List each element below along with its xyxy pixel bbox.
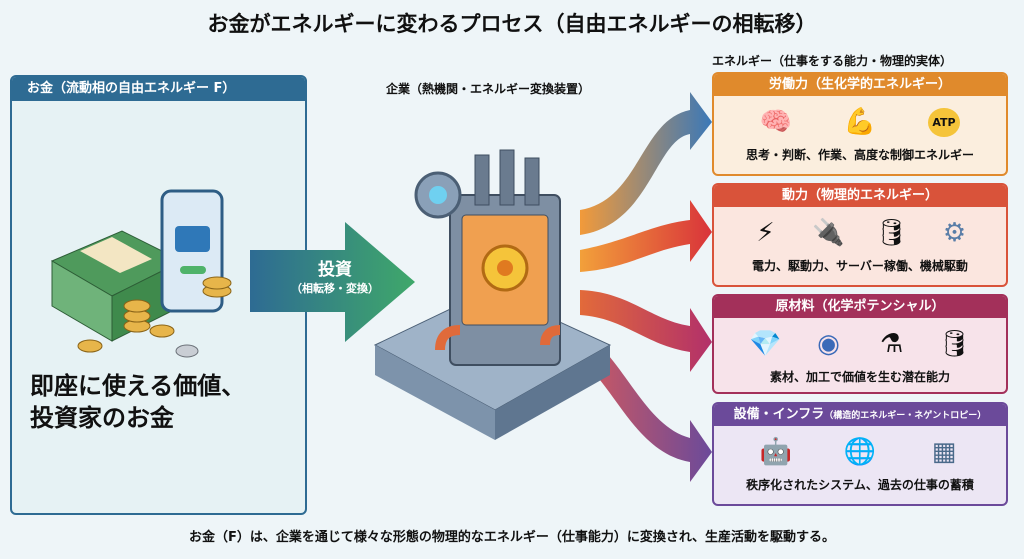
materials-description: 素材、加工で価値を生む潜在能力 [769, 370, 950, 384]
materials-box: 原材料（化学ポテンシャル） 💎 ◉ ⚗ 🛢 素材、加工で価値を生む潜在能力 [712, 294, 1008, 394]
money-description: 即座に使える価値、 投資家のお金 [30, 370, 245, 434]
money-line-2: 投資家のお金 [30, 404, 174, 432]
coins-icon [77, 276, 232, 358]
power-description: 電力、駆動力、サーバー稼働、機械駆動 [752, 259, 968, 273]
server-icon: ▦ [931, 437, 957, 467]
infrastructure-box: 設備・インフラ（構造的エネルギー・ネゲントロピー） 🤖 🌐 ▦ 秩序化されたシス… [712, 402, 1008, 506]
globe-network-icon: 🌐 [843, 437, 877, 467]
oil-barrel-icon: 🛢 [937, 329, 971, 359]
infrastructure-header: 設備・インフラ（構造的エネルギー・ネゲントロピー） [714, 404, 1006, 426]
brain-icon: 🧠 [759, 107, 793, 137]
arrow-to-power [580, 200, 712, 272]
arrow-to-labor [580, 92, 712, 235]
labor-header: 労働力（生化学的エネルギー） [714, 74, 1006, 96]
labor-box: 労働力（生化学的エネルギー） 🧠 💪 ATP 思考・判断、作業、高度な制御エネル… [712, 72, 1008, 176]
factory-illustration [373, 149, 612, 440]
invest-title: 投資 [318, 260, 352, 280]
oil-barrel-fire-icon: 🛢 [874, 218, 908, 248]
invest-arrow [250, 222, 415, 342]
silicon-wafer-icon: ◉ [817, 329, 840, 359]
robot-icon: 🤖 [759, 437, 793, 467]
labor-description: 思考・判断、作業、高度な制御エネルギー [745, 148, 974, 162]
power-box: 動力（物理的エネルギー） ⚡ 🔌 🛢 ⚙ 電力、駆動力、サーバー稼働、機械駆動 [712, 183, 1008, 287]
arrow-to-materials [580, 290, 712, 372]
energy-label: エネルギー（仕事をする能力・物理的実体） [712, 54, 953, 68]
infrastructure-description: 秩序化されたシステム、過去の仕事の蓄積 [746, 478, 974, 492]
flask-icon: ⚗ [879, 329, 904, 359]
gears-icon: ⚙ [942, 218, 967, 248]
page-title: お金がエネルギーに変わるプロセス（自由エネルギーの相転移） [207, 12, 817, 36]
money-panel-header: お金（流動相の自由エネルギー F） [12, 77, 305, 101]
atp-icon: ATP [926, 104, 962, 140]
company-label: 企業（熱機関・エネルギー変換装置） [386, 82, 591, 96]
money-line-1: 即座に使える価値、 [30, 372, 246, 400]
caption: お金（F）は、企業を通じて様々な形態の物理的なエネルギー（仕事能力）に変換され、… [188, 530, 835, 545]
power-header: 動力（物理的エネルギー） [714, 185, 1006, 207]
crystal-icon: 💎 [749, 329, 782, 359]
plug-icon: 🔌 [812, 218, 845, 248]
materials-header: 原材料（化学ポテンシャル） [714, 296, 1006, 318]
invest-label: 投資 （相転移・変換） [275, 255, 395, 296]
lightning-icon: ⚡ [756, 218, 775, 248]
money-illustration [50, 189, 232, 358]
infrastructure-subtitle: （構造的エネルギー・ネゲントロピー） [824, 411, 987, 421]
muscle-icon: 💪 [843, 107, 877, 137]
invest-subtitle: （相転移・変換） [291, 282, 379, 295]
infrastructure-title: 設備・インフラ [733, 407, 825, 422]
